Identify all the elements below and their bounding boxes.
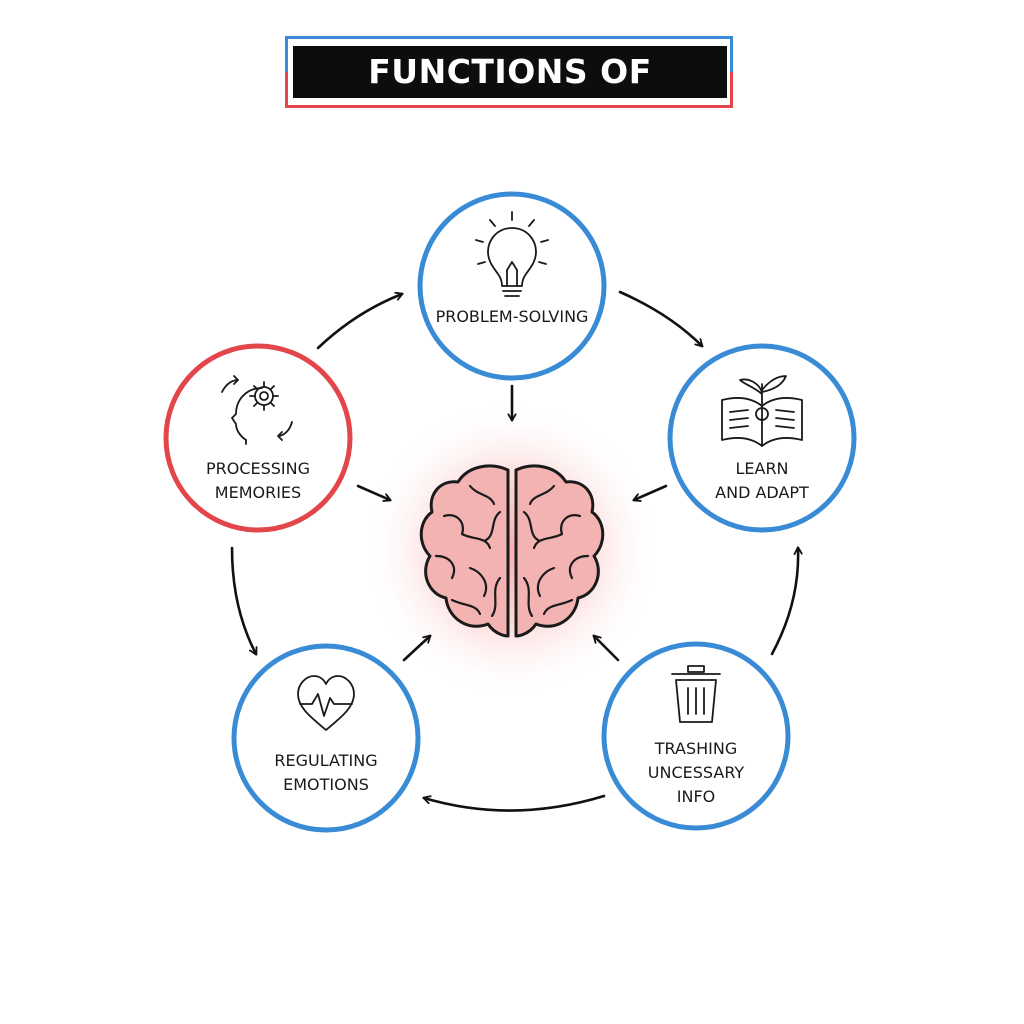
- cycle-arrows: [230, 290, 798, 812]
- node-ring: [601, 641, 791, 831]
- arrow-memories-to-emotions: [230, 546, 256, 654]
- node-label-line-2: MEMORIES: [215, 483, 301, 502]
- node-label-line-2: EMOTIONS: [283, 775, 369, 794]
- title-banner: FUNCTIONS OF DREAMS: [285, 36, 735, 143]
- node-label-line-3: INFO: [677, 787, 715, 806]
- trash-can-icon: [671, 665, 721, 723]
- center-arrows: [356, 384, 668, 662]
- node-problem-solving: PROBLEM-SOLVING: [417, 191, 607, 381]
- title-frame-bottom: [285, 72, 733, 108]
- node-label-line-1: PROCESSING: [206, 459, 310, 478]
- node-learn-and-adapt: LEARN AND ADAPT: [667, 343, 857, 533]
- arrow-learn-to-brain: [634, 484, 668, 500]
- node-label-line-1: TRASHING: [654, 739, 737, 758]
- title-background: [293, 46, 727, 98]
- node-ring: [231, 643, 421, 833]
- arrow-emotions-to-brain: [402, 636, 430, 662]
- node-regulating-emotions: REGULATING EMOTIONS: [231, 643, 421, 833]
- node-label: PROBLEM-SOLVING: [436, 307, 589, 326]
- title-frame-top: [285, 36, 733, 76]
- node-label-line-1: LEARN: [735, 459, 788, 478]
- heart-pulse-icon: [297, 675, 355, 731]
- node-label-line-2: UNCESSARY: [648, 763, 745, 782]
- node-label-line-1: REGULATING: [274, 751, 377, 770]
- node-ring: [163, 343, 353, 533]
- arrow-trash-to-brain: [594, 636, 620, 662]
- book-gear-icon: [721, 375, 803, 447]
- brain-icon: [419, 464, 605, 638]
- node-processing-memories: PROCESSING MEMORIES: [163, 343, 353, 533]
- node-label-line-2: AND ADAPT: [715, 483, 809, 502]
- lightbulb-icon: [475, 211, 549, 297]
- arrow-trash-to-emotions: [424, 794, 606, 812]
- arrow-memories-to-brain: [356, 484, 390, 500]
- arrow-problem-to-learn: [618, 290, 702, 346]
- arrow-trash-to-learn: [770, 548, 798, 656]
- node-trashing-info: TRASHING UNCESSARY INFO: [601, 641, 791, 831]
- arrow-memories-to-problem: [316, 294, 402, 350]
- brain-glow: [362, 400, 662, 700]
- center-brain: [362, 400, 662, 700]
- page-title: FUNCTIONS OF DREAMS: [368, 52, 652, 143]
- head-gear-icon: [221, 375, 293, 445]
